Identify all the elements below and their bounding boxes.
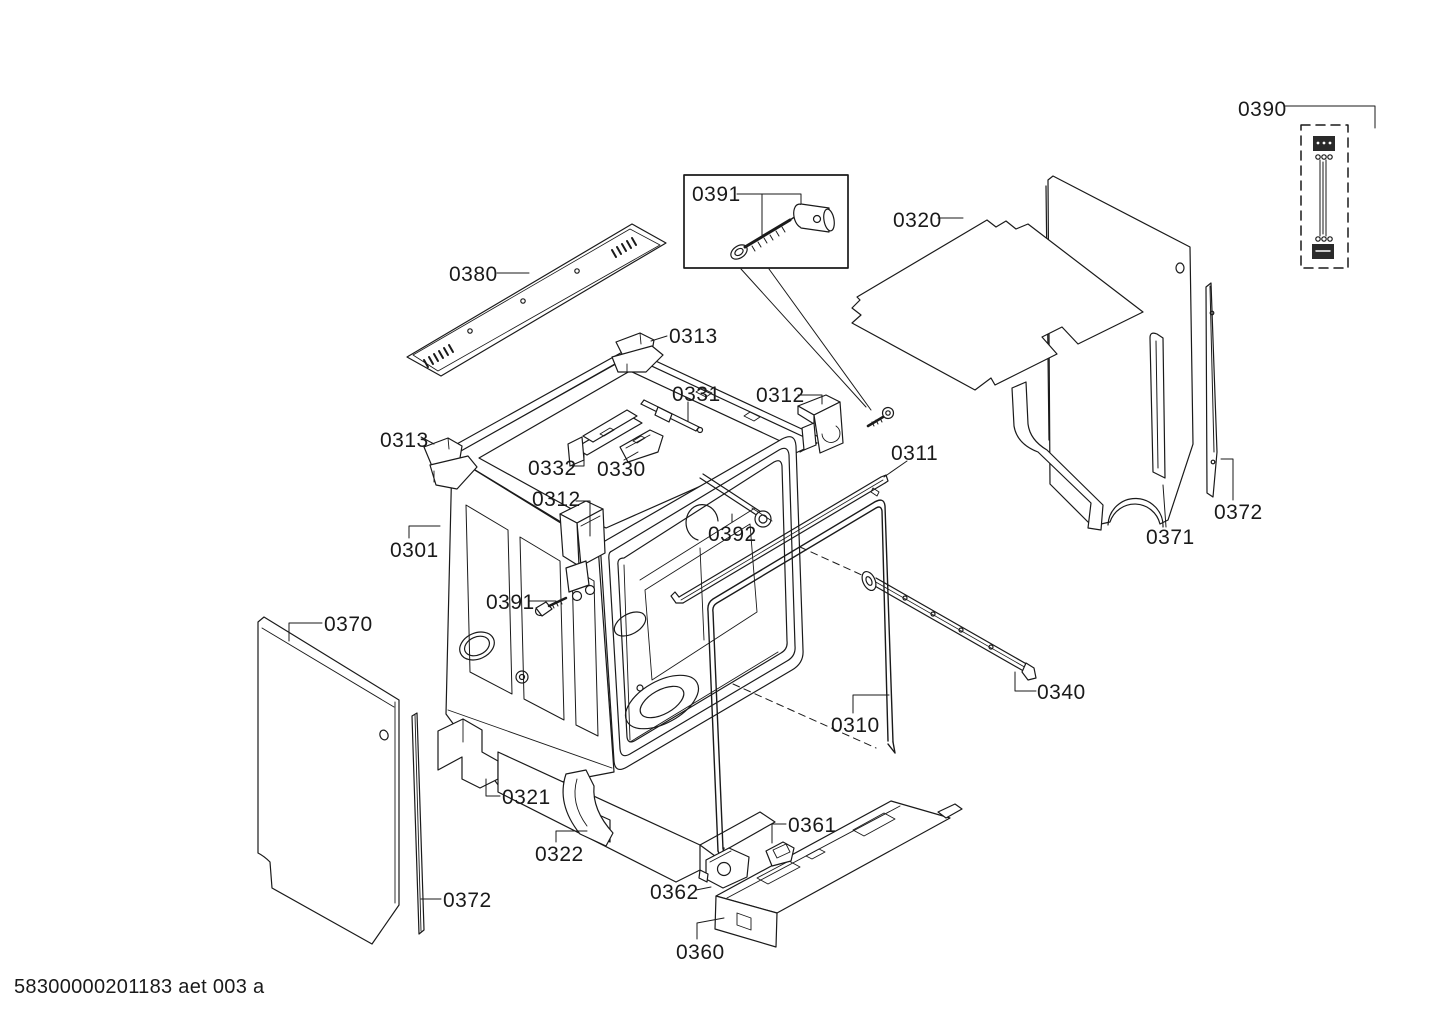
bracket-0312-right	[797, 394, 844, 454]
assembly-dash-1	[799, 546, 865, 577]
part-label-0331: 0331	[672, 383, 721, 406]
top-panel-0380	[406, 223, 667, 377]
part-label-0380: 0380	[449, 263, 498, 286]
door-panel-0370	[257, 616, 400, 945]
strip-0372-left	[411, 712, 425, 935]
bracket-0313-top	[611, 332, 664, 373]
part-label-0340: 0340	[1037, 681, 1086, 704]
side-panel-0371	[1045, 175, 1194, 528]
part-0362	[698, 847, 750, 889]
part-label-0391-kit: 0391	[692, 183, 741, 206]
part-label-0370: 0370	[324, 613, 373, 636]
strip-0372-right	[1205, 282, 1218, 498]
part-label-0330: 0330	[597, 458, 646, 481]
part-label-0312-front: 0312	[532, 488, 581, 511]
part-0330	[619, 429, 664, 463]
base-front-0322	[562, 769, 614, 847]
base-channel-0360	[714, 800, 963, 948]
part-label-0392: 0392	[708, 523, 757, 546]
assembly-dash-2	[732, 683, 877, 749]
leader-lines	[288, 105, 1376, 940]
screw-top-right	[866, 406, 895, 428]
part-label-0391-screw: 0391	[486, 591, 535, 614]
part-label-0321: 0321	[502, 786, 551, 809]
part-label-0361: 0361	[788, 814, 837, 837]
rod-0331	[640, 399, 704, 434]
part-label-0310: 0310	[831, 714, 880, 737]
part-label-0360: 0360	[676, 941, 725, 964]
part-label-0322: 0322	[535, 843, 584, 866]
part-label-0312-top-right: 0312	[756, 384, 805, 407]
detail-box-0391	[683, 174, 872, 411]
gasket-strip-0311	[670, 474, 889, 604]
document-number: 58300000201183 aet 003 a	[14, 976, 265, 998]
part-label-0313-top: 0313	[669, 325, 718, 348]
hose-0390	[1300, 124, 1349, 269]
clip-0361	[765, 841, 795, 867]
part-label-0390: 0390	[1238, 98, 1287, 121]
part-label-0313-left: 0313	[380, 429, 429, 452]
part-0332	[567, 409, 643, 467]
insulation-mat-0320	[851, 219, 1144, 531]
screw-0391-inner	[534, 596, 568, 617]
part-label-0332: 0332	[528, 457, 577, 480]
part-label-0320: 0320	[893, 209, 942, 232]
latch-0312-front	[559, 500, 606, 602]
part-label-0301: 0301	[390, 539, 439, 562]
tension-rod-0340	[861, 570, 1037, 681]
roller-0392	[685, 473, 773, 541]
part-label-0371: 0371	[1146, 526, 1195, 549]
part-label-0362: 0362	[650, 881, 699, 904]
part-label-0311: 0311	[891, 442, 939, 465]
part-label-0372-left: 0372	[443, 889, 492, 912]
part-label-0372-right: 0372	[1214, 501, 1263, 524]
bracket-0313-left	[423, 437, 478, 490]
